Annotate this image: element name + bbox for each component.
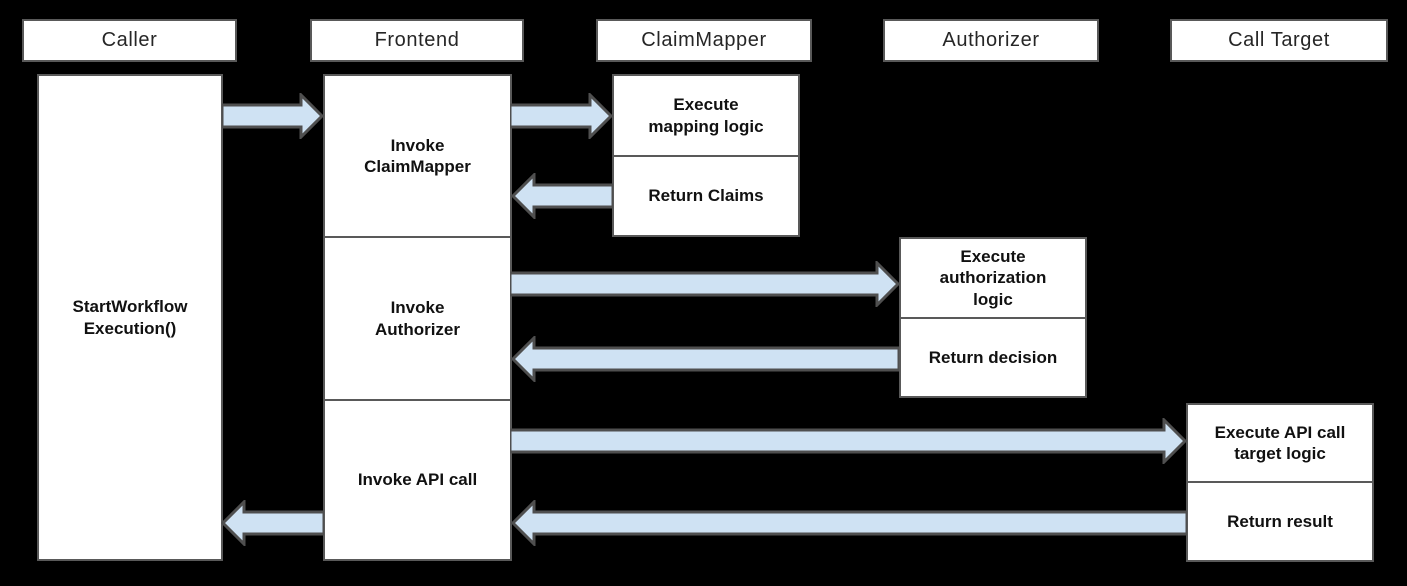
activation-calltarget-execute-api-call-target-logic: Execute API call target logic [1186, 403, 1374, 483]
arrow-frontend-to-caller-icon [221, 500, 324, 546]
arrow-frontend-to-calltarget-icon [510, 418, 1187, 464]
activation-frontend-invoke-api-call: Invoke API call [323, 399, 512, 561]
activation-label: Execute authorization logic [939, 247, 1047, 309]
activation-label: Execute mapping logic [648, 95, 764, 136]
activation-authorizer-execute-authorization-logic: Execute authorization logic [899, 237, 1087, 319]
activation-caller-startworkflowexecution: StartWorkflow Execution() [37, 74, 223, 561]
lifeline-label: Call Target [1228, 29, 1330, 51]
lifeline-header-caller: Caller [22, 19, 237, 62]
lifeline-header-claimmapper: ClaimMapper [596, 19, 812, 62]
activation-label: Return Claims [648, 186, 764, 206]
lifeline-header-calltarget: Call Target [1170, 19, 1388, 62]
arrow-frontend-to-claimmapper-icon [510, 93, 613, 139]
lifeline-label: Frontend [374, 29, 460, 51]
arrow-claimmapper-to-frontend-icon [511, 173, 613, 219]
activation-label: Invoke API call [357, 470, 478, 490]
arrow-authorizer-to-frontend-icon [511, 336, 899, 382]
arrow-caller-to-frontend-icon [222, 93, 324, 139]
activation-label: Return result [1227, 511, 1333, 531]
lifeline-header-authorizer: Authorizer [883, 19, 1099, 62]
lifeline-header-frontend: Frontend [310, 19, 524, 62]
activation-label: Invoke ClaimMapper [364, 135, 471, 176]
arrow-calltarget-to-frontend-icon [511, 500, 1187, 546]
activation-authorizer-return-decision: Return decision [899, 317, 1087, 398]
activation-claimmapper-execute-mapping-logic: Execute mapping logic [612, 74, 800, 157]
activation-calltarget-return-result: Return result [1186, 481, 1374, 562]
activation-label: Return decision [928, 347, 1058, 367]
lifeline-label: Authorizer [942, 29, 1040, 51]
lifeline-label: ClaimMapper [641, 29, 767, 51]
activation-label: StartWorkflow Execution() [72, 297, 188, 338]
lifeline-label: Caller [101, 29, 158, 51]
activation-label: Invoke Authorizer [375, 298, 460, 339]
arrow-frontend-to-authorizer-icon [510, 261, 900, 307]
activation-claimmapper-return-claims: Return Claims [612, 155, 800, 237]
activation-frontend-invoke-claimmapper: Invoke ClaimMapper [323, 74, 512, 238]
activation-label: Execute API call target logic [1214, 422, 1346, 463]
activation-frontend-invoke-authorizer: Invoke Authorizer [323, 236, 512, 401]
